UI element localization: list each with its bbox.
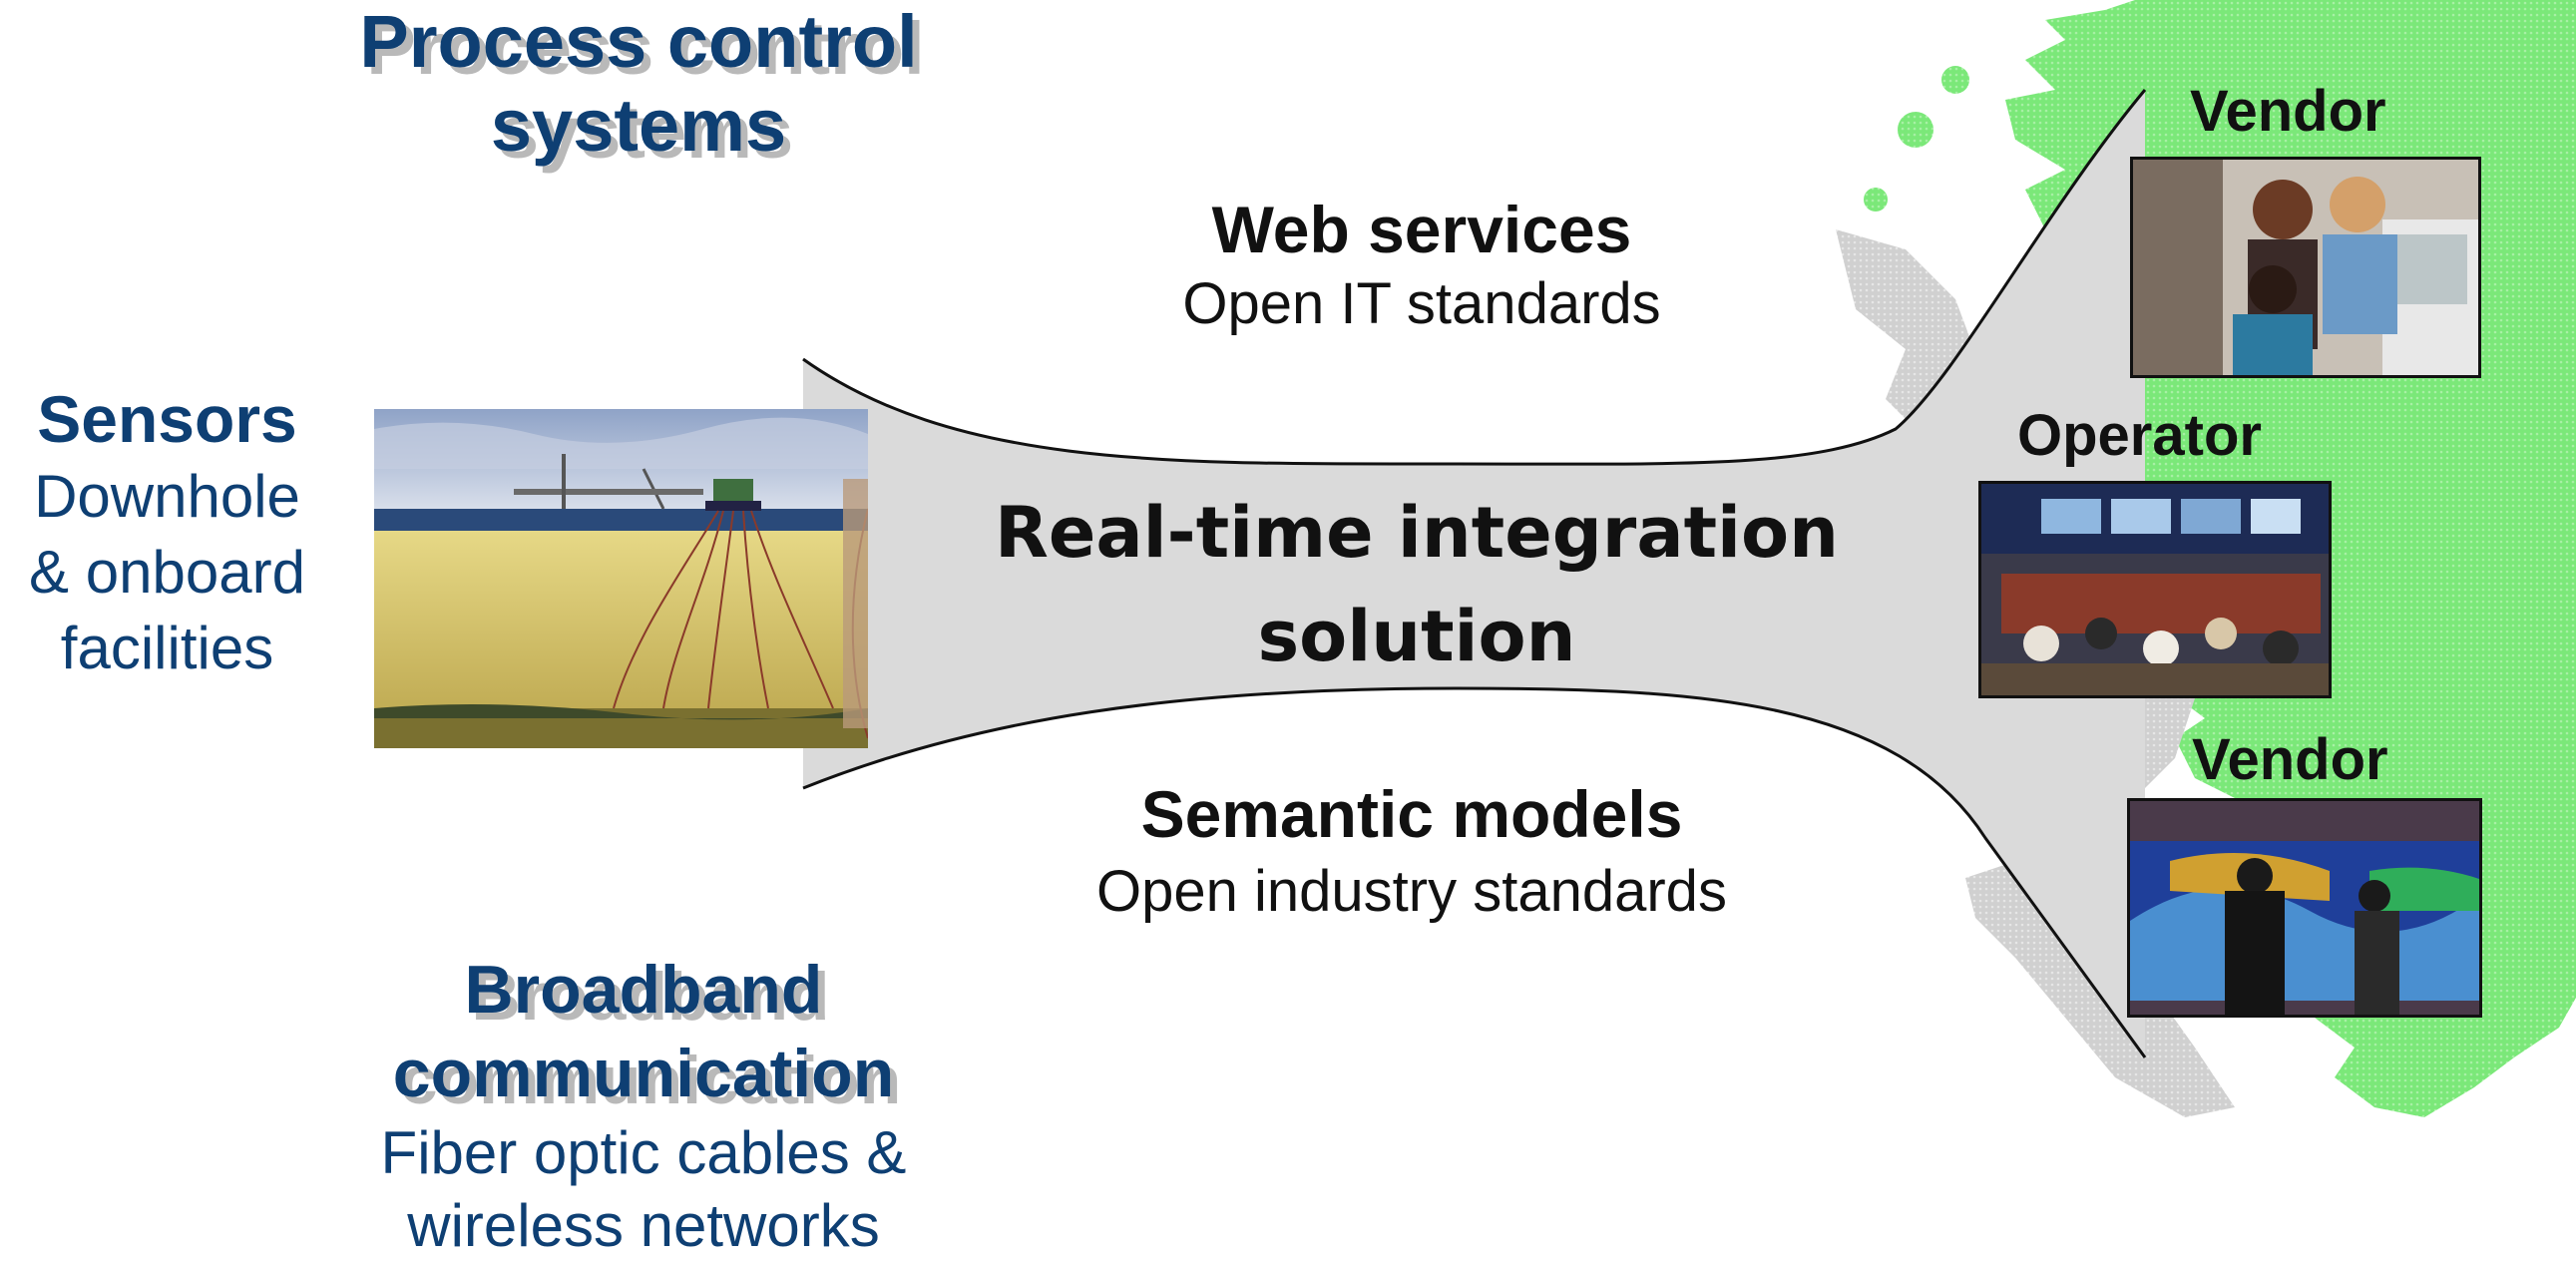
sensors-title: Sensors	[37, 382, 297, 456]
integration-line-2: solution	[1257, 596, 1576, 677]
operator-photo	[1978, 481, 2332, 698]
broadband-block: Broadband communication Fiber optic cabl…	[319, 948, 968, 1261]
vendor-label-top: Vendor	[2190, 79, 2386, 144]
vendor-photo-bottom	[2127, 798, 2482, 1018]
semantic-subtitle: Open industry standards	[1096, 859, 1727, 924]
vendor-photo-top	[2130, 157, 2481, 378]
process-control-title: Process control systems	[359, 0, 918, 167]
sensors-line-2: & onboard	[29, 539, 305, 606]
web-services-block: Web services Open IT standards	[1048, 190, 1796, 339]
web-services-subtitle: Open IT standards	[1182, 271, 1661, 336]
broadband-line-2: wireless networks	[407, 1192, 880, 1259]
broadband-title-line-1: Broadband	[464, 952, 823, 1028]
sensors-line-3: facilities	[60, 615, 274, 681]
vendor-label-bottom: Vendor	[2192, 727, 2388, 792]
operator-label: Operator	[2017, 403, 2262, 468]
integration-block: Real-time integration solution	[918, 481, 1916, 688]
integration-line-1: Real-time integration	[995, 492, 1839, 574]
semantic-block: Semantic models Open industry standards	[998, 773, 1826, 929]
sensors-line-1: Downhole	[34, 463, 300, 530]
sensors-block: Sensors Downhole & onboard facilities	[0, 379, 334, 686]
broadband-title-line-2: communication	[392, 1036, 895, 1111]
web-services-title: Web services	[1211, 193, 1632, 266]
semantic-title: Semantic models	[1140, 777, 1683, 851]
broadband-line-1: Fiber optic cables &	[380, 1119, 907, 1186]
offshore-platform-image	[374, 409, 868, 748]
